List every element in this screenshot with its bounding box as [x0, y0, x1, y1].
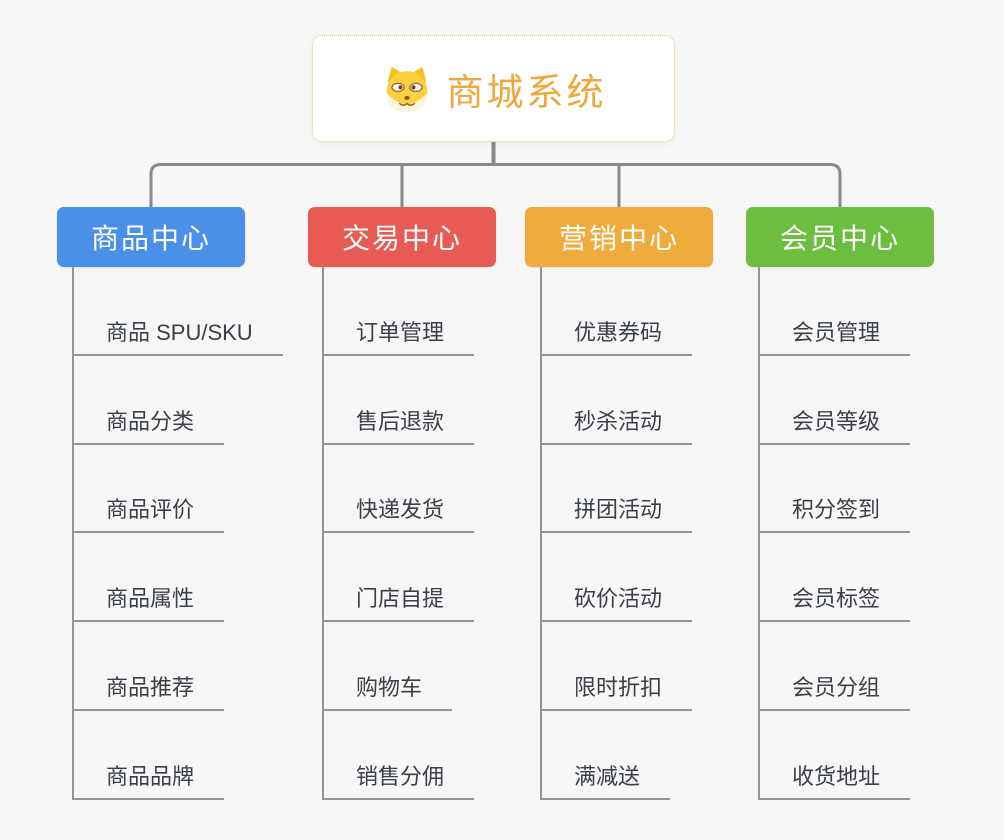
tree-item[interactable]: 会员管理: [760, 267, 911, 356]
tree-item[interactable]: 商品评价: [74, 445, 225, 534]
tree-item[interactable]: 快递发货: [324, 445, 475, 534]
tree-item[interactable]: 优惠券码: [542, 267, 693, 356]
tree-item[interactable]: 销售分佣: [324, 711, 475, 800]
branch-box-product[interactable]: 商品中心: [57, 207, 245, 267]
branch-label: 会员中心: [779, 223, 900, 254]
tree-item[interactable]: 拼团活动: [542, 445, 693, 534]
branch-column-marketing: 优惠券码 秒杀活动 拼团活动 砍价活动 限时折扣 满减送: [540, 267, 693, 800]
branch-column-member: 会员管理 会员等级 积分签到 会员标签 会员分组 收货地址: [758, 267, 911, 800]
tree-item[interactable]: 积分签到: [760, 445, 911, 534]
branch-label: 交易中心: [341, 223, 462, 254]
tree-item[interactable]: 商品分类: [74, 356, 225, 445]
tree-item[interactable]: 满减送: [542, 711, 671, 800]
tree-item[interactable]: 商品推荐: [74, 622, 225, 712]
tree-item[interactable]: 会员等级: [760, 356, 911, 445]
tree-item[interactable]: 购物车: [324, 622, 453, 712]
tree-item[interactable]: 会员标签: [760, 533, 911, 623]
tree-item[interactable]: 商品 SPU/SKU: [74, 267, 283, 356]
branch-box-member[interactable]: 会员中心: [746, 207, 934, 267]
tree-item[interactable]: 商品属性: [74, 533, 225, 623]
tree-item[interactable]: 商品品牌: [74, 711, 225, 800]
tree-item[interactable]: 秒杀活动: [542, 356, 693, 445]
dog-face-icon: [386, 66, 427, 112]
branch-column-trade: 订单管理 售后退款 快递发货 门店自提 购物车 销售分佣: [322, 267, 475, 800]
root-node[interactable]: 商城系统: [312, 35, 675, 142]
branch-box-trade[interactable]: 交易中心: [308, 207, 496, 267]
branch-label: 营销中心: [558, 223, 679, 254]
branch-box-marketing[interactable]: 营销中心: [525, 207, 713, 267]
tree-item[interactable]: 门店自提: [324, 533, 475, 623]
root-title: 商城系统: [446, 71, 607, 113]
tree-item[interactable]: 限时折扣: [542, 622, 693, 712]
tree-item[interactable]: 订单管理: [324, 267, 475, 356]
tree-item[interactable]: 收货地址: [760, 711, 911, 800]
branch-label: 商品中心: [90, 223, 211, 254]
tree-item[interactable]: 售后退款: [324, 356, 475, 445]
branch-column-product: 商品 SPU/SKU 商品分类 商品评价 商品属性 商品推荐 商品品牌: [72, 267, 283, 800]
tree-item[interactable]: 砍价活动: [542, 533, 693, 623]
tree-item[interactable]: 会员分组: [760, 622, 911, 712]
